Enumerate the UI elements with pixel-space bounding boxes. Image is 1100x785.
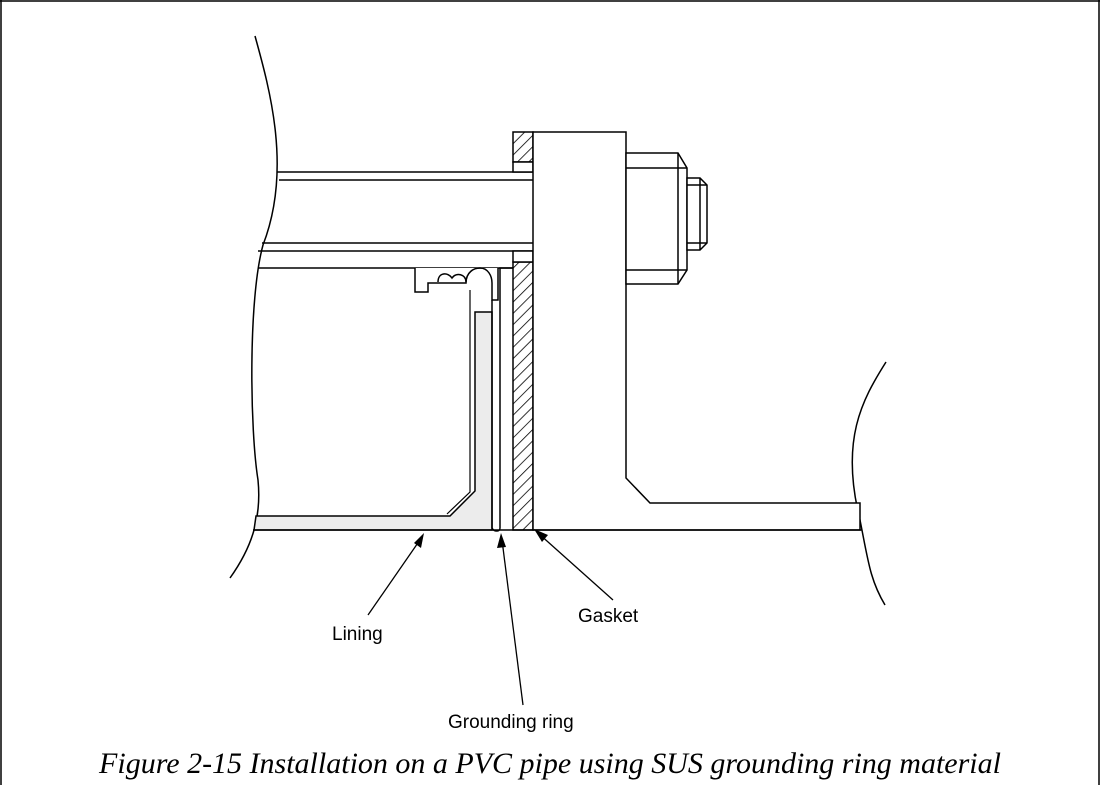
label-gasket: Gasket [578, 606, 639, 627]
gasket-lower-top [512, 250, 534, 263]
gasket-lower [512, 261, 534, 531]
grounding-ring-shape [491, 267, 513, 532]
leader-gasket [534, 529, 614, 601]
lining-outline [446, 290, 471, 515]
lining-shape [253, 311, 493, 531]
gasket-upper-mid [512, 161, 534, 173]
figure-caption: Figure 2-15 Installation on a PVC pipe u… [98, 747, 1001, 780]
right-pipe-break [851, 361, 887, 606]
gasket-upper [512, 131, 534, 163]
leader-grounding-ring [497, 533, 524, 706]
leader-lining [367, 533, 424, 616]
pvc-fitting-profile [414, 267, 499, 301]
left-pipe-break [229, 35, 278, 579]
bolt-end [686, 177, 708, 251]
label-grounding-ring: Grounding ring [448, 712, 574, 733]
bolt-shaft [258, 171, 533, 252]
seal-bump [437, 273, 467, 283]
hex-nut [625, 152, 688, 285]
label-lining: Lining [332, 624, 383, 645]
